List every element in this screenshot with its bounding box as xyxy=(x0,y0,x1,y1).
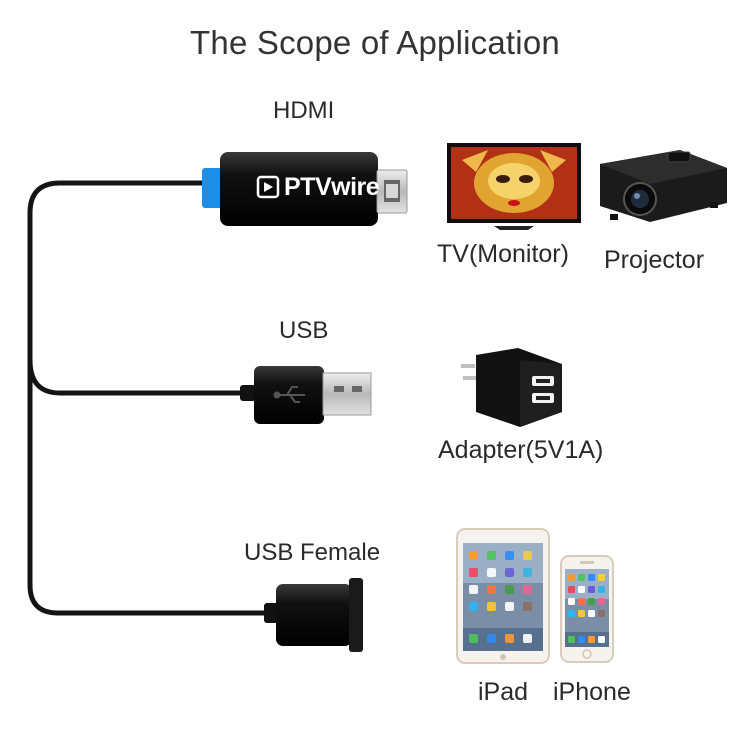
label-adapter: Adapter(5V1A) xyxy=(438,436,604,464)
projector-image xyxy=(600,150,727,222)
label-ipad: iPad xyxy=(478,678,529,706)
adapter-image xyxy=(461,348,562,427)
iphone-image xyxy=(560,555,614,663)
hdmi-connector xyxy=(202,152,408,226)
page-title: The Scope of Application xyxy=(190,24,560,61)
label-usb-female: USB Female xyxy=(244,539,381,566)
hdmi-brand-text: PTVwire xyxy=(284,173,380,201)
ipad-image xyxy=(456,528,550,664)
label-tv-monitor: TV(Monitor) xyxy=(437,240,569,268)
cable-hdmi xyxy=(27,180,275,616)
usb-trident-icon xyxy=(273,386,305,403)
label-projector: Projector xyxy=(604,246,705,274)
cable-usb xyxy=(27,357,257,396)
label-iphone: iPhone xyxy=(553,678,631,706)
iphone-app-grid xyxy=(568,574,605,643)
usb-male-connector xyxy=(240,366,372,424)
play-logo-icon xyxy=(256,175,280,199)
tv-monitor-image xyxy=(447,143,581,230)
usb-female-connector xyxy=(264,578,363,652)
label-usb: USB xyxy=(279,317,329,344)
ipad-app-grid xyxy=(469,551,532,643)
label-hdmi: HDMI xyxy=(273,97,335,124)
